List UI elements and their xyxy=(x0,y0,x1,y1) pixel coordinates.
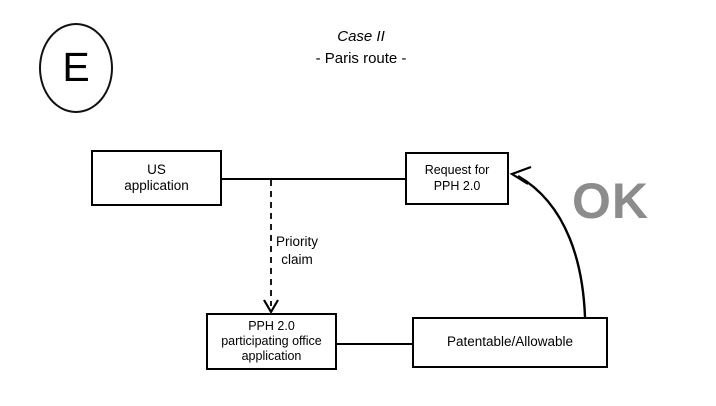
node-request-for-pph-line1: Request for xyxy=(424,163,490,177)
edge-label-priority-claim-line2: claim xyxy=(281,252,313,267)
diagram-title-subtitle: - Paris route - xyxy=(315,50,407,67)
node-patentable-allowable[interactable]: Patentable/Allowable xyxy=(412,317,608,368)
node-request-for-pph[interactable]: Request for PPH 2.0 xyxy=(405,152,509,205)
node-request-for-pph-label: Request for PPH 2.0 xyxy=(421,163,494,194)
node-pph-participating-office-application-label: PPH 2.0 participating office application xyxy=(217,319,326,364)
node-pph-office-line3: application xyxy=(241,349,302,363)
node-patentable-allowable-line1: Patentable/Allowable xyxy=(446,334,574,350)
node-pph-participating-office-application[interactable]: PPH 2.0 participating office application xyxy=(206,313,337,370)
ok-stamp-label: OK xyxy=(572,173,649,229)
node-patentable-allowable-label: Patentable/Allowable xyxy=(443,334,577,351)
diagram-title: Case II - Paris route - xyxy=(258,26,464,70)
page-marker-circle: E xyxy=(39,23,113,113)
node-us-application[interactable]: US application xyxy=(91,150,222,206)
edge-label-priority-claim-line1: Priority xyxy=(276,234,319,249)
edge-label-priority-claim: Priority claim xyxy=(276,233,318,269)
node-pph-office-line1: PPH 2.0 xyxy=(248,319,295,333)
page-marker-letter: E xyxy=(62,43,90,90)
node-pph-office-line2: participating office xyxy=(221,334,322,348)
node-us-application-line1: US xyxy=(147,161,166,177)
node-us-application-line2: application xyxy=(124,178,189,193)
node-request-for-pph-line2: PPH 2.0 xyxy=(433,178,481,193)
node-us-application-label: US application xyxy=(120,162,193,195)
edge-priority-claim-arrowhead xyxy=(263,299,279,315)
edge-patentable-to-request-arrowhead xyxy=(509,165,532,185)
diagram-title-main: Case II xyxy=(337,28,385,45)
